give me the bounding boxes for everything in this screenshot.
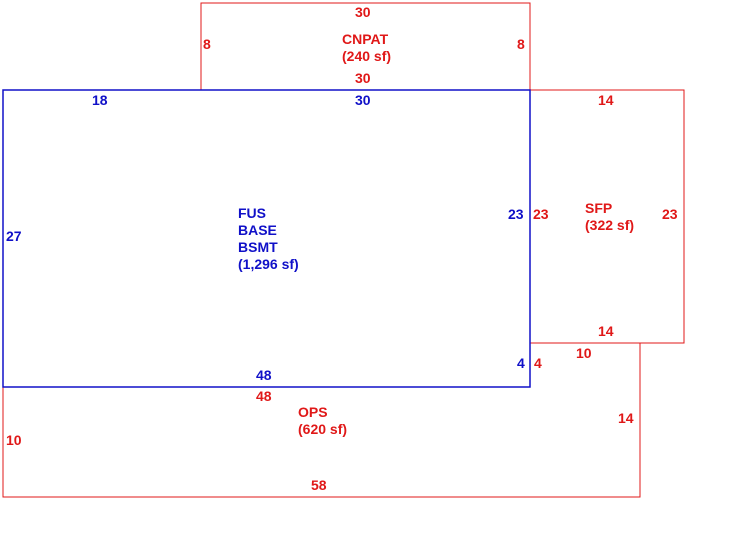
ops-dim-bottom: 58 [311, 477, 327, 493]
cnpat-dim-right: 8 [517, 36, 525, 52]
ops-dim-right: 14 [618, 410, 634, 426]
main-dim-right-a: 23 [508, 206, 524, 222]
ops-dim-top: 48 [256, 388, 272, 404]
sfp-dim-right: 23 [662, 206, 678, 222]
ops-area: (620 sf) [298, 421, 347, 437]
sfp-area: (322 sf) [585, 217, 634, 233]
cnpat-dim-bottom: 30 [355, 70, 371, 86]
ops-dim-step: 10 [576, 345, 592, 361]
cnpat-name: CNPAT [342, 31, 389, 47]
main-dim-top-b: 30 [355, 92, 371, 108]
main-dim-left: 27 [6, 228, 22, 244]
cnpat-dim-left: 8 [203, 36, 211, 52]
ops-dim-left: 10 [6, 432, 22, 448]
ops-dim-right-small: 4 [534, 355, 542, 371]
sfp-outline [530, 89, 685, 344]
main-name-line-2: BASE [238, 222, 277, 238]
cnpat-dim-top: 30 [355, 4, 371, 20]
main-dim-right-b: 4 [517, 355, 525, 371]
cnpat-outline [200, 2, 531, 90]
sfp-dim-left: 23 [533, 206, 549, 222]
main-area: (1,296 sf) [238, 256, 299, 272]
main-name-line-1: FUS [238, 205, 266, 221]
sfp-dim-bottom: 14 [598, 323, 614, 339]
main-dim-bottom: 48 [256, 367, 272, 383]
main-dim-top-a: 18 [92, 92, 108, 108]
cnpat-area: (240 sf) [342, 48, 391, 64]
ops-outline [2, 343, 641, 498]
ops-name: OPS [298, 404, 328, 420]
sfp-dim-top: 14 [598, 92, 614, 108]
sfp-name: SFP [585, 200, 612, 216]
main-area-outline [2, 89, 531, 388]
main-name-line-3: BSMT [238, 239, 278, 255]
